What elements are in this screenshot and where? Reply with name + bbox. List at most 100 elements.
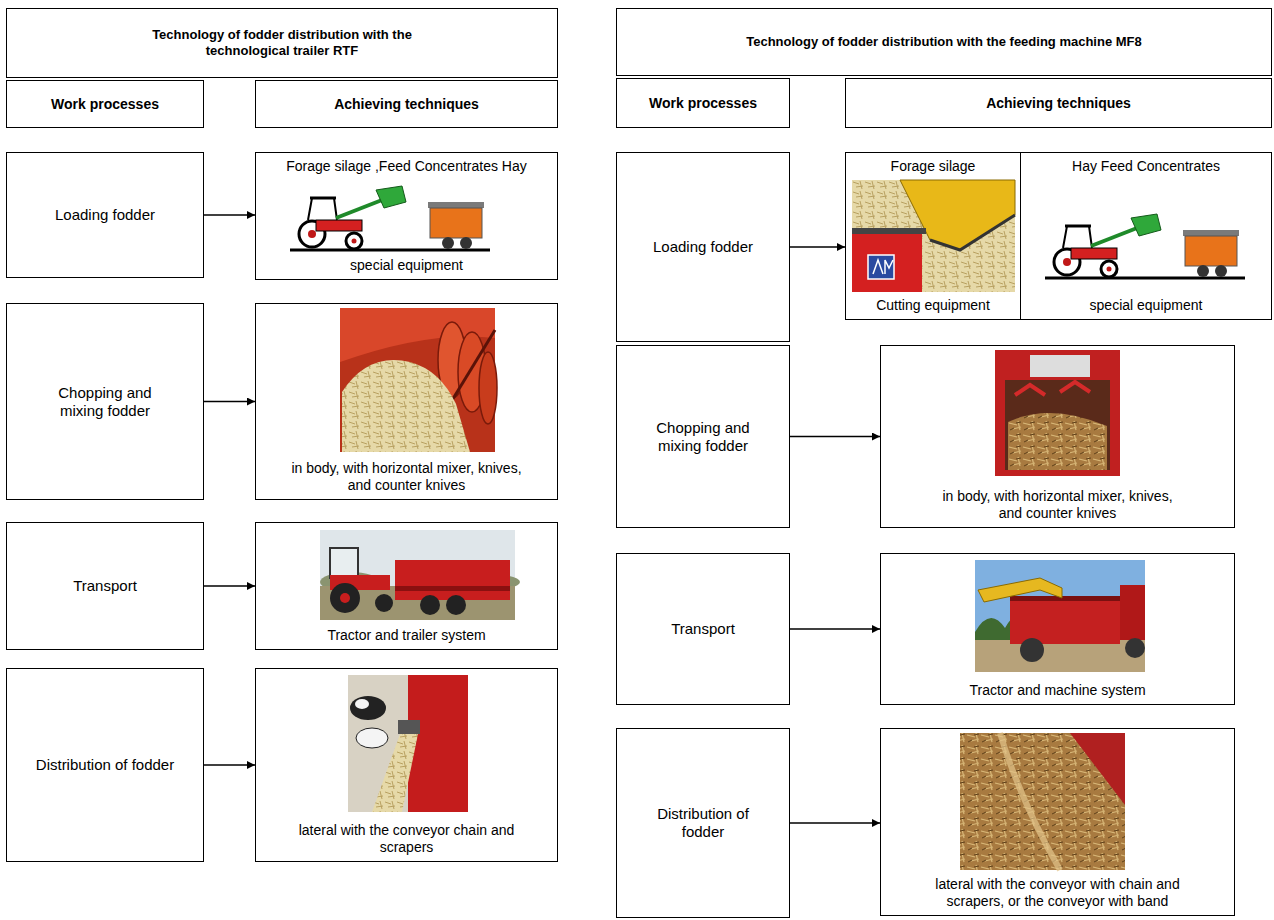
column-header: Work processes [6,80,204,128]
node-text: special equipment [1090,297,1203,314]
node-text: in body, with horizontal mixer, knives, … [938,488,1178,522]
tractor-machine-photo [978,578,1062,602]
process-box: Chopping and mixing fodder [6,303,204,500]
tractor-trailer-photo [375,594,393,612]
column-header: Achieving techniques [845,78,1272,128]
connector-arrow [790,822,880,824]
node-text: Distribution of fodder [36,756,174,774]
process-box: Distribution of fodder [6,668,204,862]
node-text: Hay Feed Concentrates [1072,158,1220,175]
distribution-photo [350,696,386,720]
node-text: Loading fodder [55,206,155,224]
process-box: Transport [6,522,204,650]
technique-box: Forage silage ,Feed Concentrates Hay spec… [255,152,558,280]
tractor-machine-photo [1010,598,1120,644]
mixer-photo [995,350,1120,476]
node-text: Forage silage ,Feed Concentrates Hay [286,158,526,175]
tractor-machine-photo [1020,638,1044,662]
heading-text: Achieving techniques [986,95,1131,112]
heading-text: Technology of fodder distribution with t… [746,34,1142,50]
title-box: Technology of fodder distribution with t… [616,8,1272,76]
technique-box: in body, with horizontal mixer, knives, … [880,345,1235,528]
mixer-photo [1030,355,1090,377]
technique-box: Tractor and trailer system [255,522,558,650]
heading-text: Work processes [51,96,159,113]
tractor-trailer-photo [446,595,466,615]
node-text: special equipment [350,257,463,274]
process-box: Chopping and mixing fodder [616,345,790,528]
technique-box: lateral with the conveyor chain and scra… [255,668,558,862]
connector-arrow [790,628,880,630]
silage-cutter-photo [852,234,922,292]
connector-arrow [204,764,255,766]
mixer-photo [1015,382,1090,395]
connector-arrow [790,436,880,438]
connector-arrow [204,401,255,403]
node-text: Tractor and trailer system [327,627,485,644]
column-header: Achieving techniques [255,80,558,128]
tractor-trailer-photo [320,530,520,620]
technique-box: Forage silageCutting equipment [845,152,1021,320]
tractor-trailer-photo [330,548,358,578]
node-text: Distribution of fodder [643,805,763,841]
distribution-photo [348,675,468,812]
distribution-photo [398,720,420,734]
tractor-trailer-photo [395,560,510,600]
heading-text: Work processes [649,95,757,112]
heading-text: Technology of fodder distribution with t… [132,27,432,58]
mixer-photo [479,352,497,424]
technique-box: lateral with the conveyor with chain and… [880,728,1235,916]
distribution-photo [1000,733,1060,870]
distribution-photo [408,675,468,812]
tractor-trailer-photo [330,583,360,613]
silage-cutter-photo [868,255,894,279]
distribution-photo [960,733,1125,870]
tractor-trailer-photo [340,593,350,603]
heading-text: Achieving techniques [334,96,479,113]
node-text: in body, with horizontal mixer, knives, … [287,460,527,494]
process-box: Distribution of fodder [616,728,790,918]
technique-box: Hay Feed Concentrates special equipment [1020,152,1272,320]
silage-cutter-photo [873,260,893,274]
distribution-photo [356,728,388,748]
mixer-photo [340,308,495,452]
node-text: Tractor and machine system [969,682,1145,699]
node-text: Forage silage [891,158,976,175]
tractor-trailer-photo [420,595,440,615]
connector-arrow [790,246,845,248]
silage-cutter-photo [852,180,1015,292]
node-text: lateral with the conveyor with chain and… [913,876,1203,910]
node-text: lateral with the conveyor chain and scra… [297,822,517,856]
connector-arrow [204,214,255,216]
loader-tractor-icon [290,186,490,250]
distribution-photo [960,733,1125,870]
silage-cutter-photo [852,228,926,234]
mixer-photo [340,308,497,452]
mixer-photo [1008,413,1107,470]
process-box: Loading fodder [616,152,790,342]
connector-arrow [204,585,255,587]
mixer-photo [1005,380,1110,470]
node-text: Cutting equipment [876,297,990,314]
technique-box: in body, with horizontal mixer, knives, … [255,303,558,500]
tractor-machine-photo [1125,638,1145,658]
technique-box: Tractor and machine system [880,553,1235,705]
process-box: Loading fodder [6,152,204,278]
mixer-photo [995,350,1120,476]
title-box: Technology of fodder distribution with t… [6,8,558,78]
silage-cutter-photo [852,180,1015,292]
distribution-photo [372,734,418,812]
tractor-machine-photo [975,640,1145,672]
mixer-photo [342,360,470,452]
silage-cutter-photo [930,215,1015,250]
distribution-photo [1070,733,1125,805]
node-text: Chopping and mixing fodder [638,419,768,455]
tractor-machine-photo [1120,585,1145,640]
loader-tractor-icon [1045,214,1245,278]
tractor-machine-photo [1010,596,1120,601]
node-text: Loading fodder [653,238,753,256]
tractor-machine-photo [975,560,1145,672]
